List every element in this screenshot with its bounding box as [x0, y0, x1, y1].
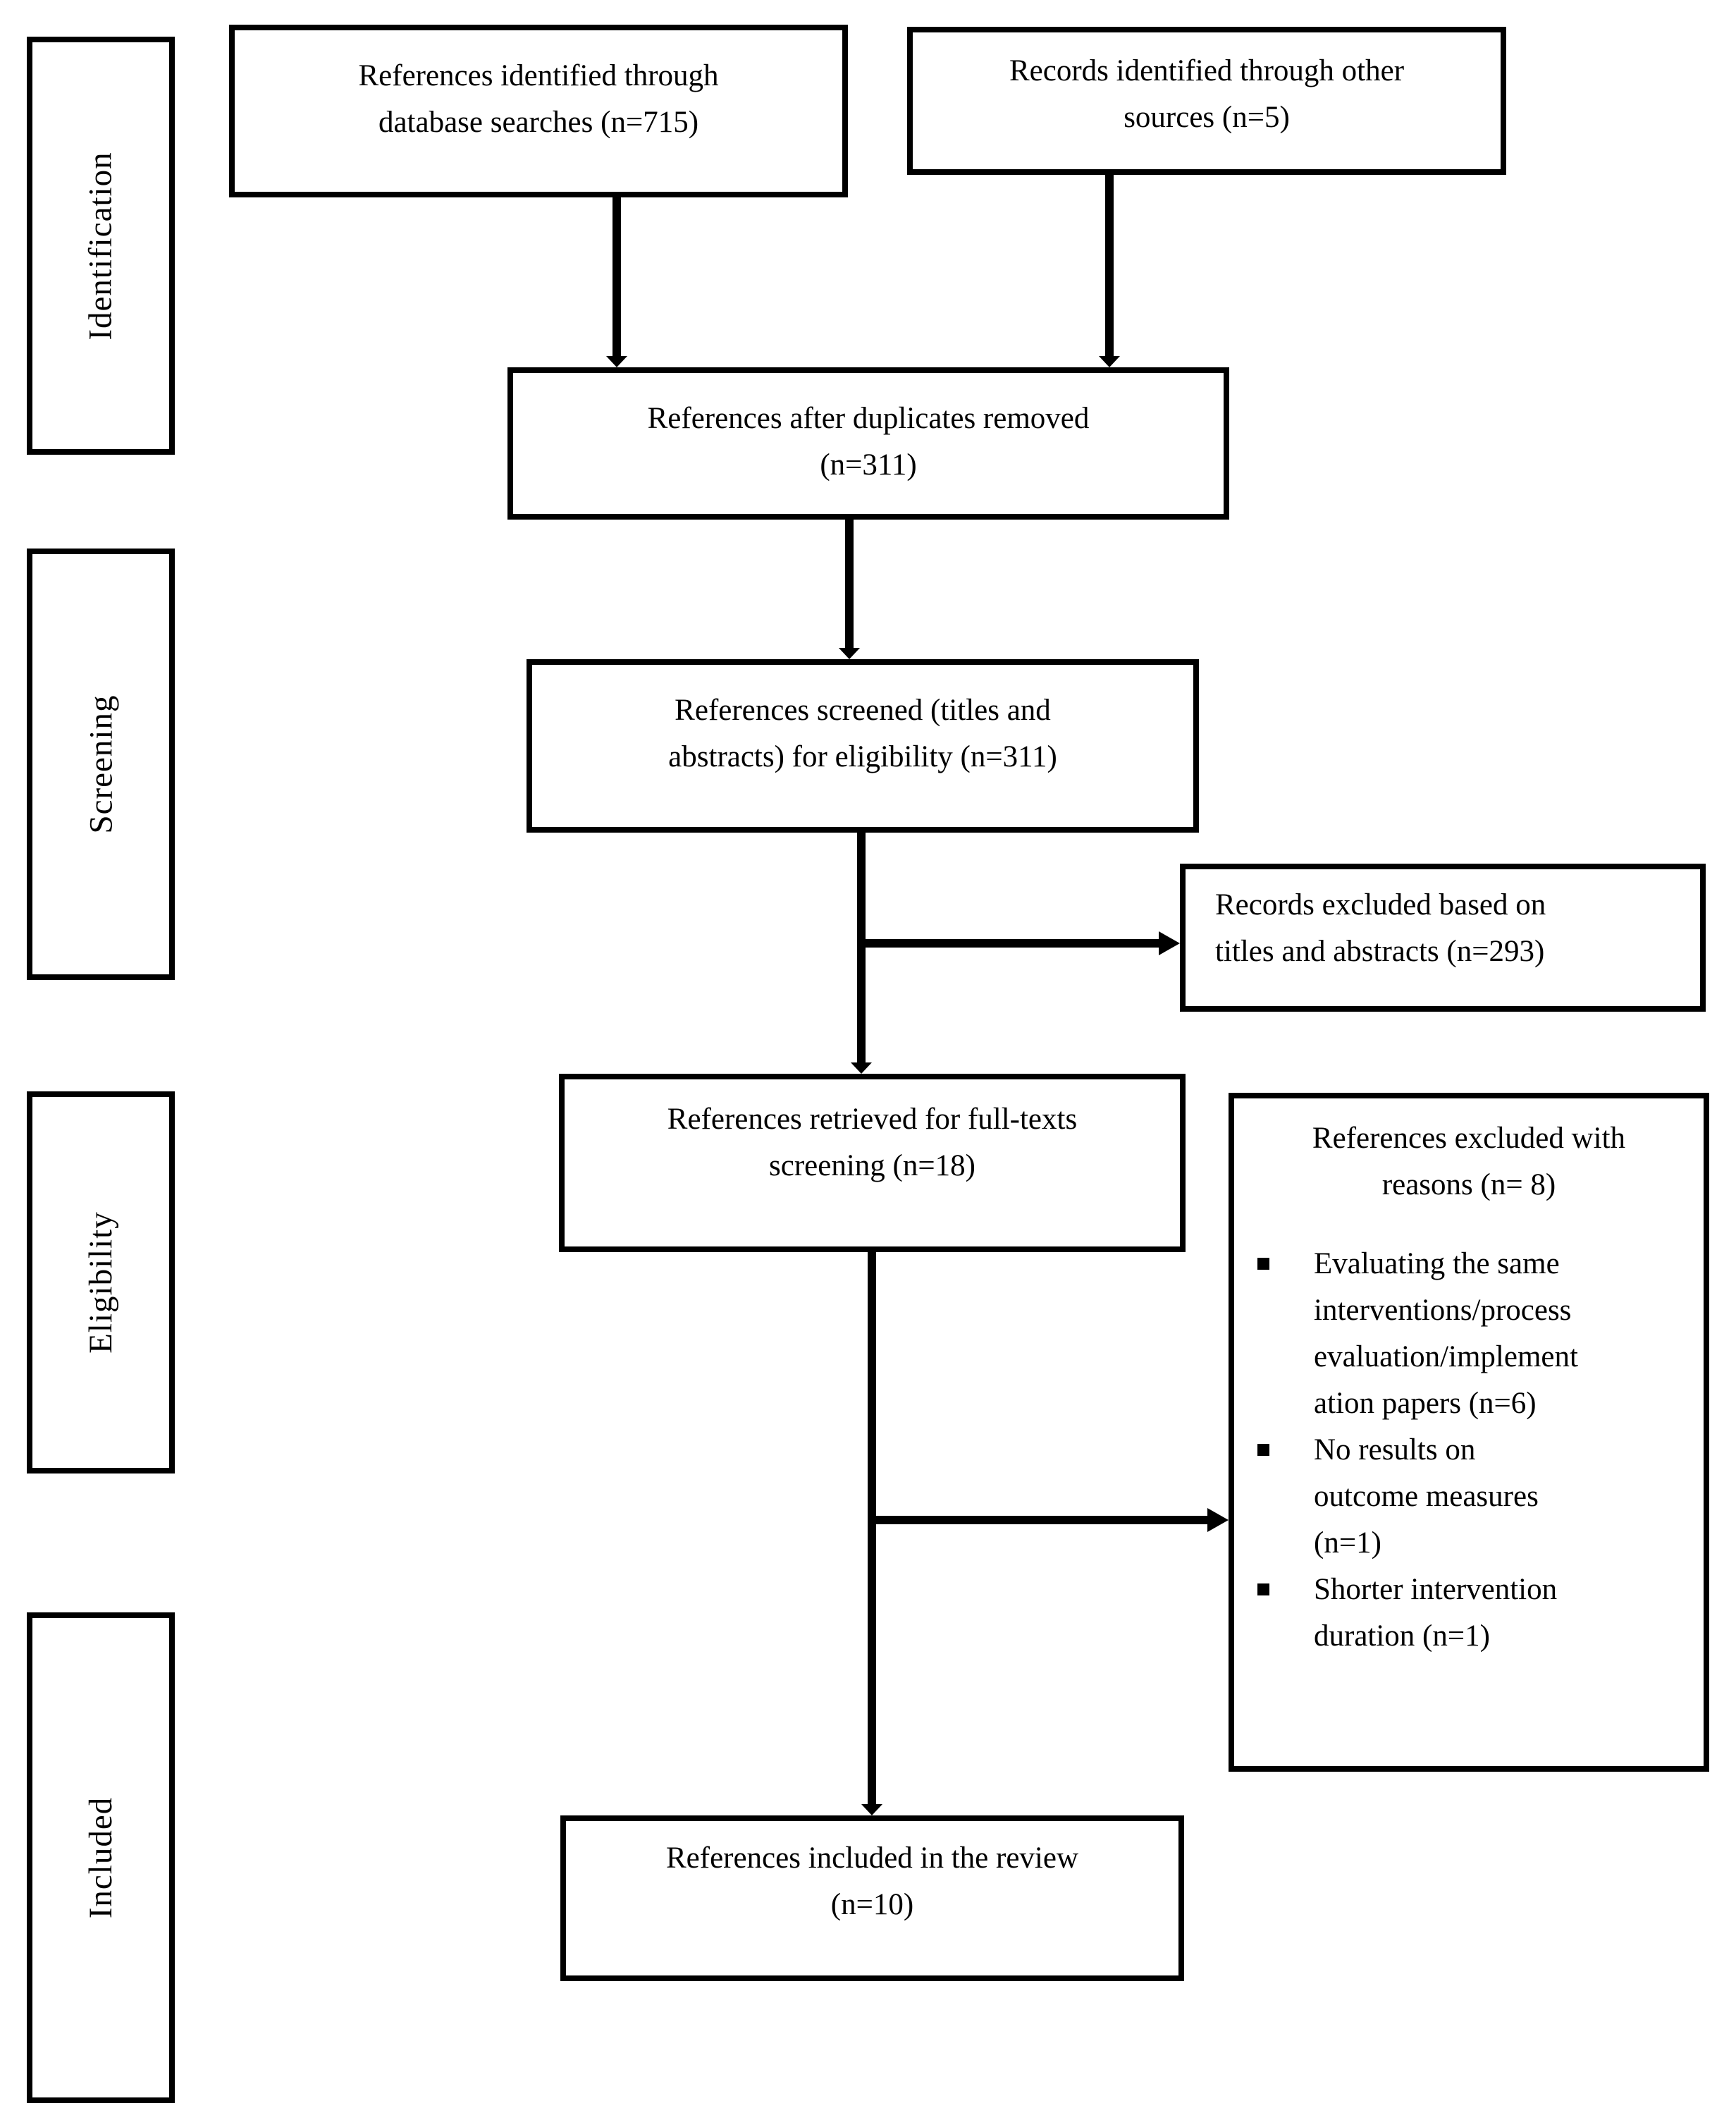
stage-box-included: Included	[27, 1612, 175, 2103]
square-bullet-icon	[1257, 1258, 1269, 1270]
stage-label-screening: Screening	[82, 694, 119, 834]
list-item: Shorter intervention duration (n=1)	[1257, 1567, 1704, 1660]
box-records-identified-other-text: Records identified through other sources…	[1009, 54, 1405, 134]
box-records-excluded-titles: Records excluded based on titles and abs…	[1180, 864, 1706, 1012]
box-references-screened: References screened (titles and abstract…	[527, 659, 1199, 833]
box-after-duplicates-text: References after duplicates removed (n=3…	[647, 402, 1090, 482]
arrowhead-into-included	[861, 1804, 882, 1815]
square-bullet-icon	[1257, 1444, 1269, 1456]
stage-box-identification: Identification	[27, 37, 175, 455]
list-item-text: Shorter intervention duration (n=1)	[1314, 1573, 1558, 1653]
list-item: Evaluating the same interventions/proces…	[1257, 1241, 1704, 1427]
box-included-review-text: References included in the review (n=10)	[665, 1842, 1078, 1921]
connector-branch-to-excluded-reasons	[872, 1516, 1207, 1524]
box-fulltext-screening-text: References retrieved for full-texts scre…	[667, 1103, 1078, 1182]
box-fulltext-screening: References retrieved for full-texts scre…	[559, 1074, 1186, 1252]
stage-label-eligibility: Eligibility	[82, 1211, 119, 1354]
box-references-identified-database: References identified through database s…	[229, 25, 848, 197]
connector-identified-db-to-duplicates	[612, 196, 621, 360]
square-bullet-icon	[1257, 1583, 1269, 1595]
connector-identified-other-to-duplicates	[1105, 173, 1114, 360]
box-records-excluded-titles-text: Records excluded based on titles and abs…	[1215, 888, 1546, 968]
box-references-screened-text: References screened (titles and abstract…	[668, 694, 1057, 773]
stage-label-included: Included	[82, 1796, 119, 1919]
stage-box-screening: Screening	[27, 549, 175, 980]
arrowhead-into-fulltext	[851, 1062, 872, 1074]
list-item-text: Evaluating the same interventions/proces…	[1314, 1247, 1578, 1420]
box-after-duplicates: References after duplicates removed (n=3…	[507, 367, 1229, 520]
list-item-text: No results on outcome measures (n=1)	[1314, 1433, 1539, 1560]
stage-box-eligibility: Eligibility	[27, 1091, 175, 1473]
stage-label-identification: Identification	[82, 151, 119, 341]
arrowhead-into-excluded-titles	[1159, 931, 1180, 955]
connector-branch-to-excluded-titles	[861, 939, 1160, 948]
connector-duplicates-to-screened	[845, 518, 854, 650]
connector-screened-to-fulltext	[857, 831, 866, 1065]
box-references-excluded-reasons-heading: References excluded with reasons (n= 8)	[1312, 1122, 1626, 1201]
box-references-identified-database-text: References identified through database s…	[358, 59, 719, 139]
box-included-review: References included in the review (n=10)	[560, 1815, 1184, 1981]
box-references-excluded-reasons: References excluded with reasons (n= 8) …	[1229, 1093, 1709, 1772]
arrowhead-into-excluded-reasons	[1207, 1508, 1229, 1532]
exclusion-reasons-list: Evaluating the same interventions/proces…	[1234, 1241, 1704, 1660]
arrowhead-into-duplicates-left	[606, 356, 627, 367]
connector-fulltext-to-included	[868, 1251, 876, 1806]
arrowhead-into-duplicates-right	[1099, 356, 1120, 367]
arrowhead-into-screened	[839, 648, 860, 659]
box-records-identified-other: Records identified through other sources…	[907, 27, 1506, 175]
list-item: No results on outcome measures (n=1)	[1257, 1427, 1704, 1567]
